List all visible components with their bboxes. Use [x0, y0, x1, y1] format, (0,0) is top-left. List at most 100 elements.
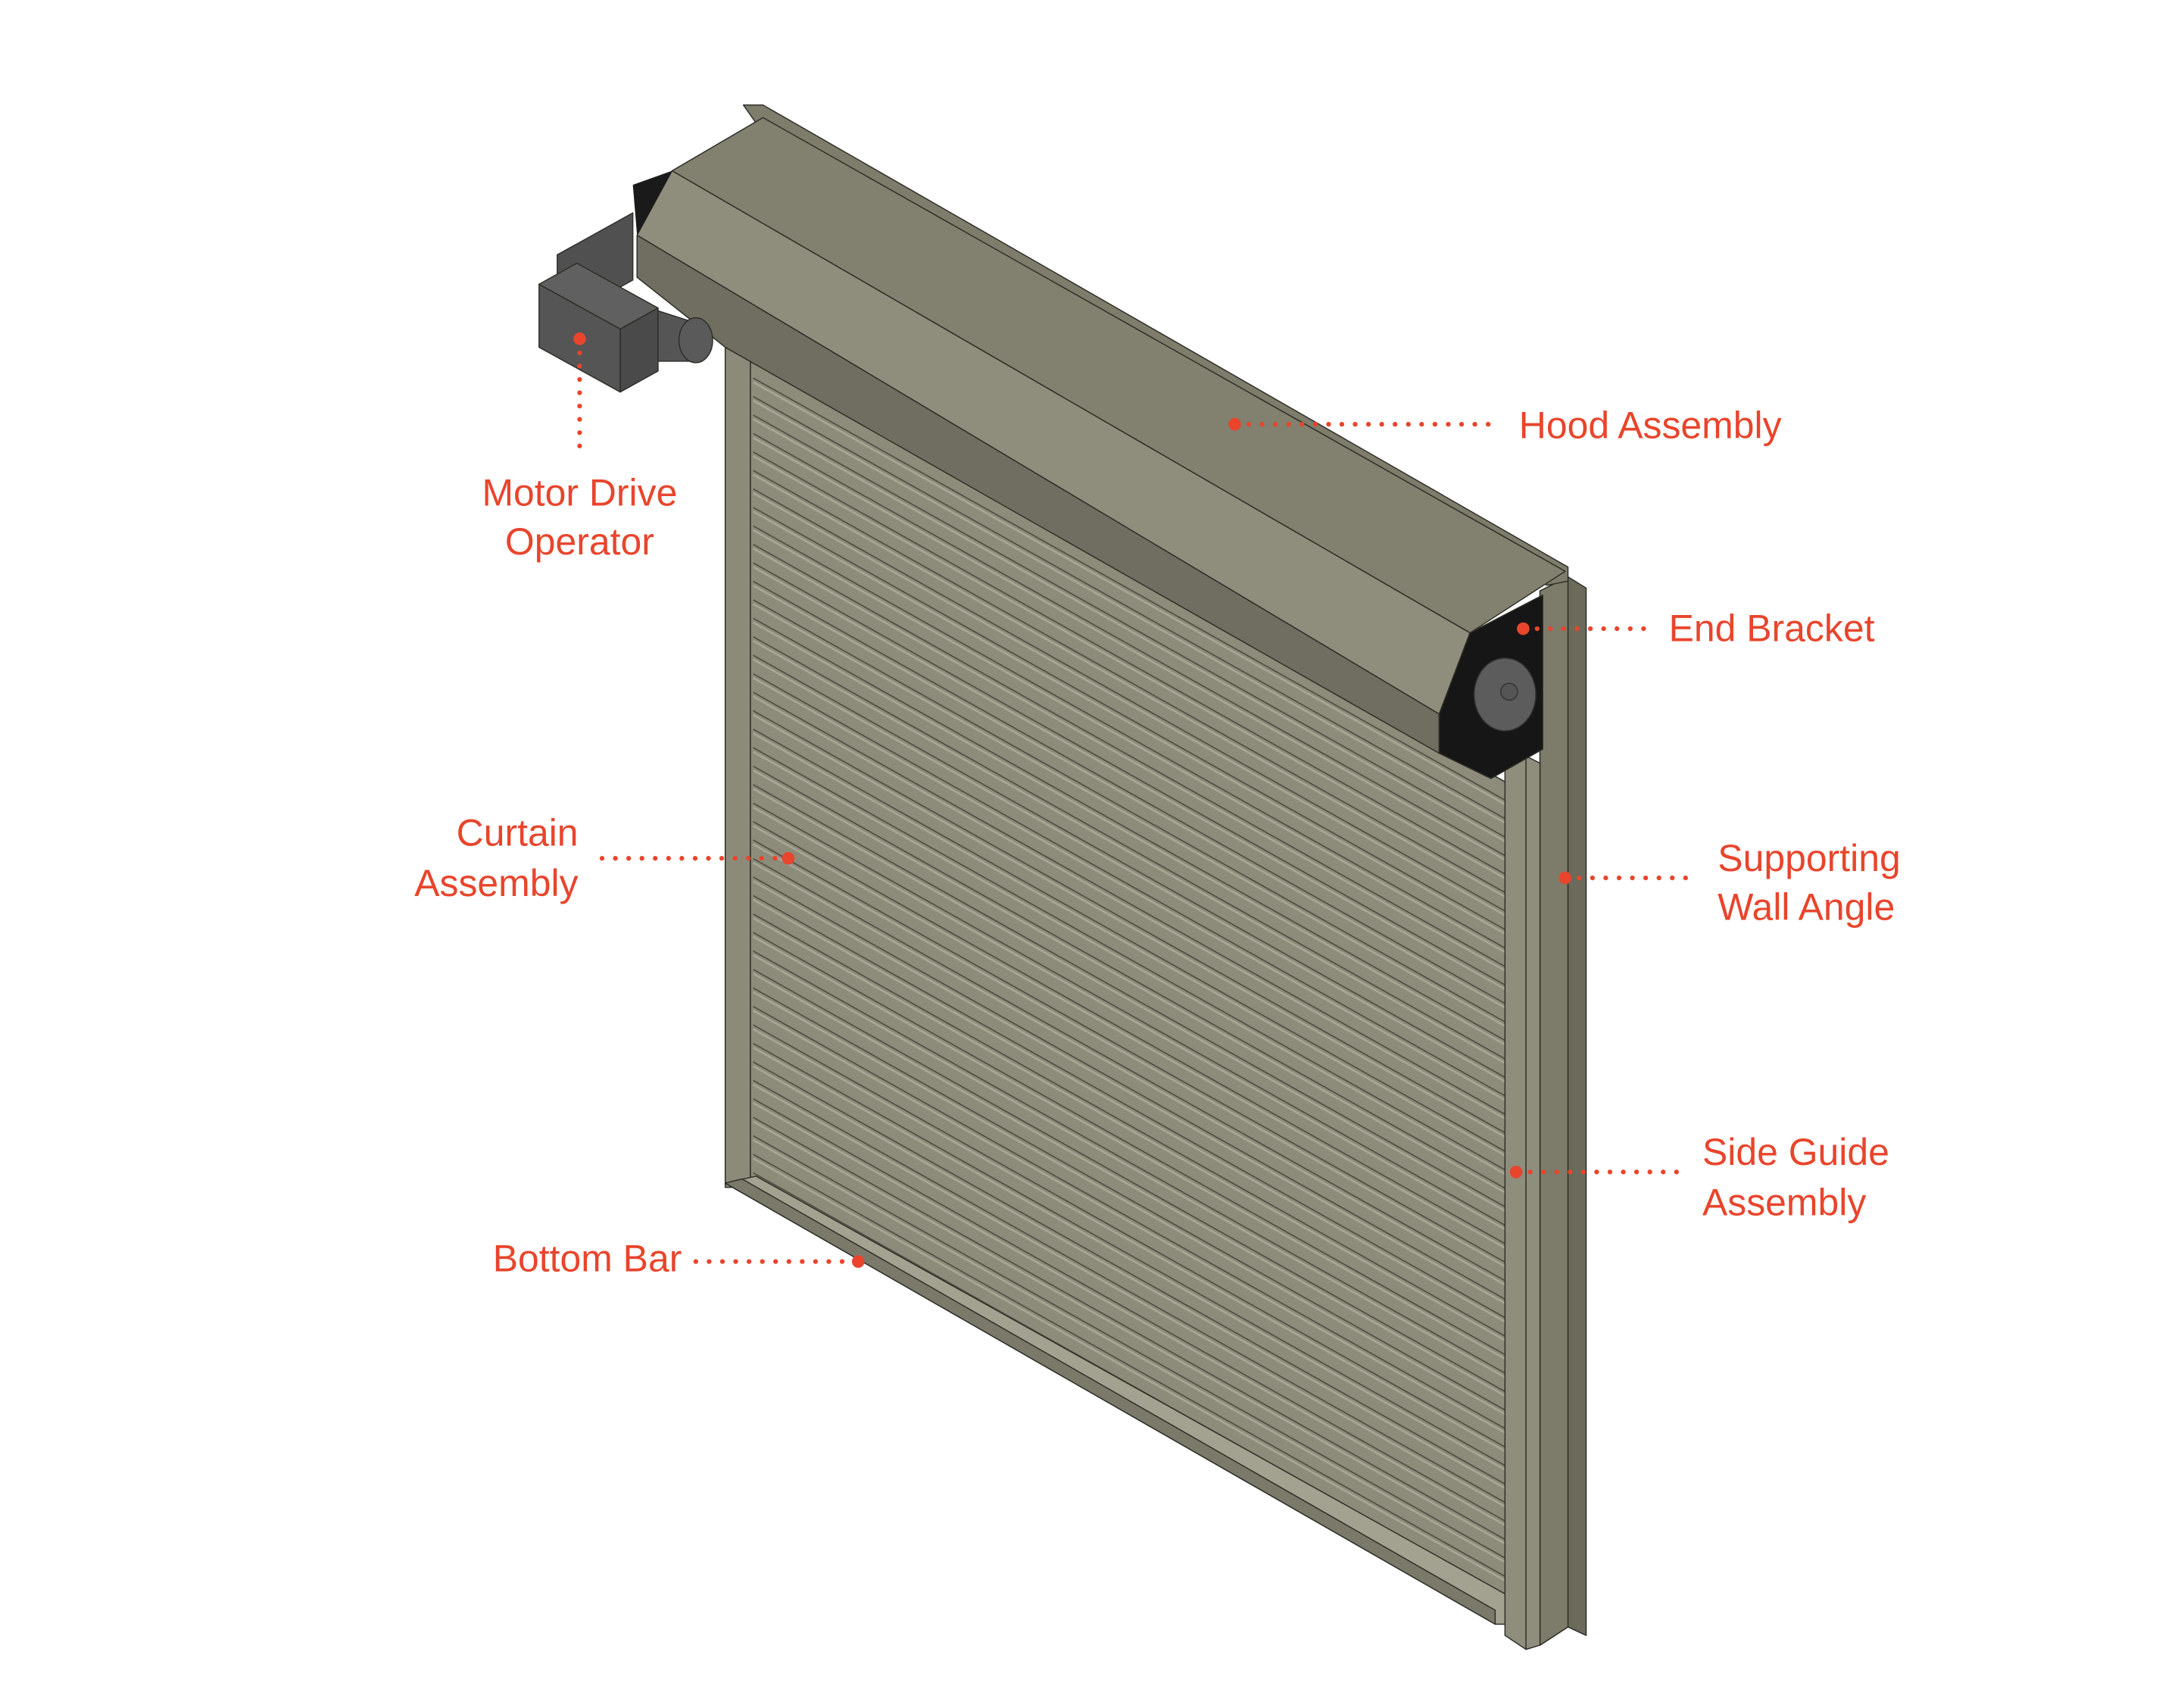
slat-line [753, 414, 1507, 838]
supporting-wall-angle [1539, 576, 1587, 1646]
slat-line [753, 1042, 1507, 1467]
left-side-guide [724, 342, 751, 1188]
slat-highlight [753, 1083, 1507, 1509]
slat-line [753, 1116, 1507, 1541]
slat-highlight [753, 566, 1507, 991]
hood-end-cap-left [632, 170, 672, 236]
slat-line [753, 580, 1507, 1005]
label-bottom-bar: Bottom Bar [493, 1238, 682, 1280]
label-curtain: Curtain [457, 812, 579, 854]
slat-highlight [753, 917, 1507, 1342]
slat-line [753, 747, 1507, 1172]
callout-side-guide-assembly: Side Guide Assembly [1509, 1131, 1889, 1224]
slat-highlight [753, 788, 1507, 1213]
slat-highlight [753, 806, 1507, 1232]
slat-highlight [753, 843, 1507, 1269]
slat-line [753, 636, 1507, 1060]
slat-line [753, 895, 1507, 1319]
slat-line [753, 692, 1507, 1116]
slat-highlight [753, 991, 1507, 1416]
slat-highlight [753, 640, 1507, 1065]
slat-line [753, 710, 1507, 1135]
slat-highlight [753, 381, 1507, 807]
slat-line [753, 857, 1507, 1282]
slat-line [753, 451, 1507, 876]
slat-line [753, 395, 1507, 820]
slat-line [753, 673, 1507, 1098]
slat-highlight [753, 973, 1507, 1397]
label-operator: Operator [505, 520, 654, 563]
slat-highlight [753, 1065, 1507, 1490]
slat-highlight [753, 658, 1507, 1084]
slat-highlight [753, 548, 1507, 973]
slat-line [753, 839, 1507, 1264]
slat-highlight [753, 1157, 1507, 1582]
label-supporting: Supporting [1718, 837, 1900, 879]
slat-line [753, 821, 1507, 1245]
slat-highlight [753, 751, 1507, 1176]
curtain-assembly [750, 361, 1510, 1608]
slat-highlight [753, 418, 1507, 843]
slat-highlight [753, 1102, 1507, 1527]
slat-highlight [753, 713, 1507, 1139]
slat-line [753, 432, 1507, 857]
slat-highlight [753, 1138, 1507, 1564]
slat-highlight [753, 935, 1507, 1361]
slat-line [753, 913, 1507, 1338]
slat-line [753, 1006, 1507, 1430]
slat-highlight [753, 676, 1507, 1102]
callout-curtain-assembly: Curtain Assembly [414, 812, 795, 904]
slat-highlight [753, 695, 1507, 1120]
hood-assembly [632, 104, 1569, 754]
label-hood-assembly: Hood Assembly [1519, 404, 1782, 447]
slat-highlight [753, 880, 1507, 1305]
slat-highlight [753, 861, 1507, 1287]
slat-highlight [753, 492, 1507, 917]
slat-line [753, 377, 1507, 802]
slat-line [753, 544, 1507, 968]
curtain-slats [753, 377, 1507, 1601]
slat-highlight [753, 399, 1507, 825]
slat-highlight [753, 603, 1507, 1028]
slat-line [753, 1135, 1507, 1560]
slat-line [753, 784, 1507, 1208]
slat-line [753, 1061, 1507, 1485]
label-motor-drive: Motor Drive [482, 471, 677, 514]
slat-highlight [753, 1028, 1507, 1454]
label-side-guide: Side Guide [1702, 1131, 1889, 1173]
slat-line [753, 599, 1507, 1023]
slat-line [753, 765, 1507, 1190]
slat-line [753, 932, 1507, 1357]
slat-line [753, 1024, 1507, 1449]
slat-line [753, 729, 1507, 1153]
slat-highlight [753, 954, 1507, 1379]
callout-motor-drive-operator: Motor Drive Operator [482, 333, 677, 563]
label-end-bracket: End Bracket [1669, 607, 1875, 650]
slat-line [753, 470, 1507, 895]
slat-line [753, 1079, 1507, 1504]
slat-highlight [753, 898, 1507, 1324]
slat-line [753, 802, 1507, 1227]
slat-highlight [753, 455, 1507, 880]
label-assembly: Assembly [414, 862, 578, 904]
slat-line [753, 1098, 1507, 1522]
axle-icon [1500, 682, 1518, 701]
callout-supporting-wall-angle: Supporting Wall Angle [1558, 837, 1901, 929]
callout-bottom-bar: Bottom Bar [493, 1238, 865, 1280]
slat-line [753, 525, 1507, 950]
end-bracket [1438, 594, 1543, 779]
slat-line [753, 488, 1507, 913]
slat-highlight [753, 436, 1507, 862]
slat-line [753, 987, 1507, 1412]
slat-highlight [753, 511, 1507, 935]
slat-highlight [753, 584, 1507, 1010]
label-side-guide-assembly: Assembly [1702, 1182, 1866, 1224]
slat-line [753, 876, 1507, 1300]
slat-line [753, 1154, 1507, 1578]
slat-highlight [753, 1010, 1507, 1435]
slat-highlight [753, 621, 1507, 1047]
bottom-bar [724, 1176, 1510, 1625]
label-wall-angle: Wall Angle [1718, 886, 1895, 929]
slat-highlight [753, 769, 1507, 1194]
